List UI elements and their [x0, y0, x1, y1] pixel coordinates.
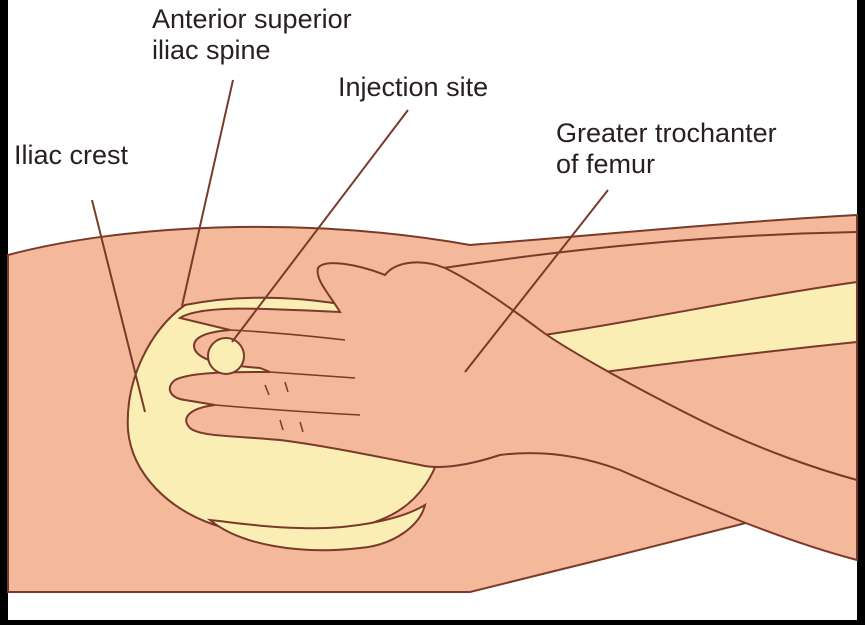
label-injection-site: Injection site	[338, 72, 488, 103]
label-greater-trochanter: Greater trochanter of femur	[556, 118, 777, 180]
label-asis-line2: iliac spine	[152, 35, 352, 66]
label-iliac-crest: Iliac crest	[14, 140, 128, 171]
left-frame-edge	[0, 0, 8, 620]
label-asis: Anterior superior iliac spine	[152, 4, 352, 66]
label-trochanter-line2: of femur	[556, 149, 777, 180]
right-frame-edge	[857, 0, 865, 620]
label-trochanter-line1: Greater trochanter	[556, 118, 777, 149]
label-asis-line1: Anterior superior	[152, 4, 352, 35]
injection-site-marker	[208, 338, 244, 374]
